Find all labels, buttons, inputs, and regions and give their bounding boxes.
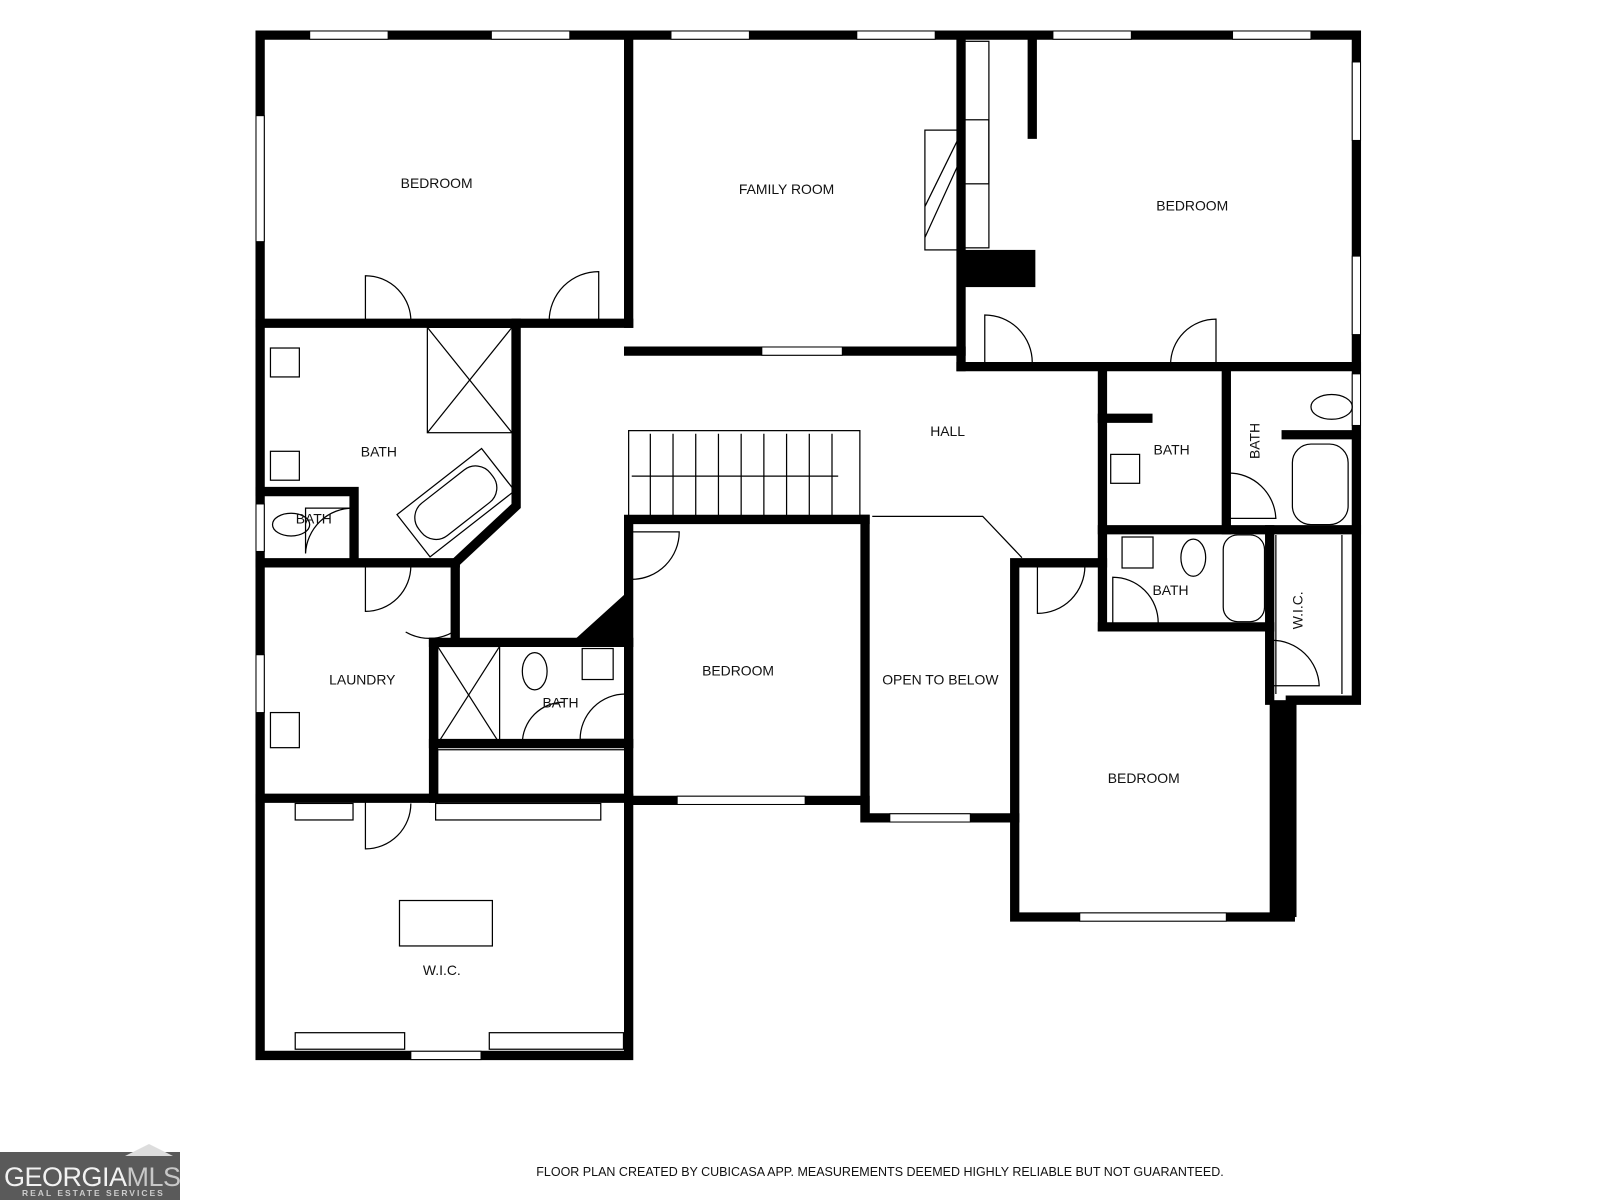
stairs[interactable] (628, 430, 1023, 559)
logo-name-part1: GEORGIA (4, 1162, 127, 1192)
logo-name-part2: MLS (126, 1162, 182, 1192)
room-small-bath: BATH (296, 511, 332, 527)
room-bedroom-nw: BEDROOM (401, 175, 473, 191)
chimney-block (961, 249, 1036, 288)
room-bath-e1: BATH (1154, 441, 1190, 457)
disclaimer: FLOOR PLAN CREATED BY CUBICASA APP. MEAS… (536, 1165, 1224, 1179)
room-bath-e3: BATH (1153, 582, 1189, 598)
room-wic-e: W.I.C. (1290, 591, 1306, 629)
room-laundry: LAUNDRY (329, 672, 395, 688)
georgia-mls-logo: GEORGIAMLS REAL ESTATE SERVICES (0, 1144, 182, 1200)
walls (255, 30, 1362, 1061)
windows (255, 30, 1362, 1061)
room-hall: HALL (930, 423, 965, 439)
roof-icon (125, 1144, 173, 1156)
room-bath-center: BATH (542, 694, 578, 710)
room-labels: BEDROOM FAMILY ROOM BEDROOM BATH BATH HA… (296, 175, 1306, 978)
logo-tagline: REAL ESTATE SERVICES (22, 1188, 165, 1198)
wall-wedge (573, 590, 629, 641)
room-bedroom-center: BEDROOM (702, 662, 774, 678)
room-master-bath: BATH (361, 443, 397, 459)
fixtures (269, 40, 1353, 1050)
room-bedroom-ne: BEDROOM (1156, 198, 1228, 214)
wall-block-east (1269, 700, 1297, 918)
room-open-to-below: OPEN TO BELOW (882, 672, 999, 688)
room-bedroom-se: BEDROOM (1108, 770, 1180, 786)
room-family-room: FAMILY ROOM (739, 181, 834, 197)
room-bath-e2: BATH (1246, 423, 1262, 459)
room-wic-sw: W.I.C. (423, 962, 461, 978)
island (398, 899, 494, 947)
doors[interactable] (304, 270, 1320, 850)
